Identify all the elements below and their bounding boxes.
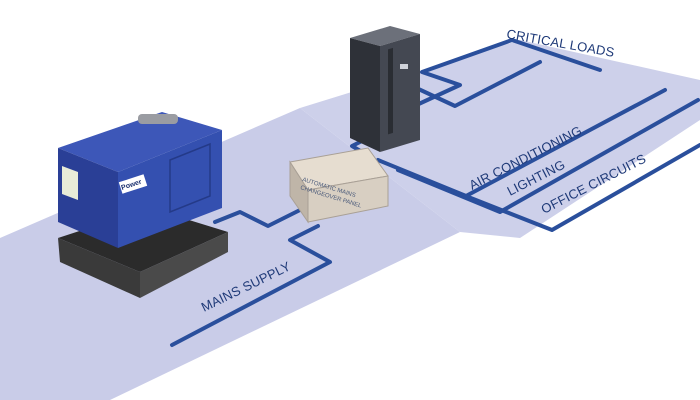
diesel-generator-icon: Power (58, 112, 228, 298)
mains-supply-cable (170, 224, 332, 347)
critical-loads-cable (408, 38, 602, 110)
ups-cabinet-icon (350, 26, 420, 152)
office-circuits-cable (418, 143, 700, 232)
changeover-panel-icon: AUTOMATIC MAINS CHANGEOVER PANEL (289, 147, 389, 224)
generator-cable (213, 208, 302, 228)
critical-loads-branch (410, 60, 542, 108)
